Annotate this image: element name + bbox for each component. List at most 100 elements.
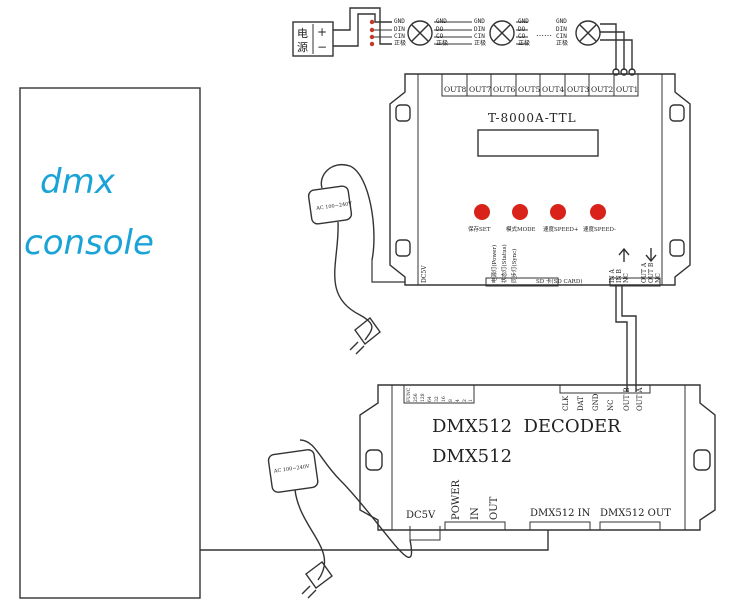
address-pin: 4	[455, 399, 461, 402]
dmx-wire-b	[621, 285, 637, 392]
button-speed-minus[interactable]	[590, 204, 606, 220]
nc-label: NC	[655, 273, 662, 283]
button-label: 保存SET	[468, 225, 491, 233]
adapter-cable	[299, 439, 413, 558]
decoder-pin: DAT	[577, 396, 585, 411]
out1-wire-c	[600, 39, 633, 70]
address-pin: 256	[413, 393, 419, 402]
address-pin: 32	[434, 396, 440, 402]
output-label: OUT5	[518, 85, 540, 94]
power-supply-label: 电	[297, 27, 308, 40]
adapter-label: AC 100~240V	[273, 464, 311, 475]
sd-card-slot	[485, 277, 559, 287]
output-label: OUT2	[591, 85, 613, 94]
console-to-decoder-wire	[200, 530, 549, 551]
address-pin: FUNC	[406, 387, 412, 402]
led-label: 同步灯(Sync)	[510, 249, 518, 283]
plug-1	[354, 316, 381, 346]
button-set[interactable]	[474, 204, 490, 220]
pin-label: DO	[436, 26, 444, 33]
in-a-label: IN A	[609, 268, 616, 283]
address-pin: 16	[441, 396, 447, 402]
adapter-cable	[294, 489, 326, 581]
pin-label: 正极	[474, 39, 486, 47]
out-b-label: OUT B	[648, 262, 655, 283]
dmx-port	[609, 277, 661, 287]
address-pin: 1	[468, 399, 474, 402]
dmx-console-box	[19, 87, 201, 599]
power-wire-negative	[333, 13, 392, 47]
button-mode[interactable]	[512, 204, 528, 220]
pin-label: DIN	[474, 26, 485, 33]
decoder-output-terminal	[559, 384, 651, 394]
address-dip-switch	[403, 384, 475, 404]
address-pin: 2	[462, 399, 468, 402]
adapter-cable	[320, 163, 375, 261]
button-speed-plus[interactable]	[550, 204, 566, 220]
controller-mount-hole	[669, 104, 685, 122]
adapter-cable	[334, 221, 373, 341]
pin-label: CO	[436, 33, 444, 40]
power-supply-box	[292, 21, 334, 57]
address-pin: 64	[427, 396, 433, 402]
minus-sign: −	[317, 40, 327, 54]
decoder-mount-hole	[693, 449, 711, 471]
pin-label: GND	[436, 18, 447, 25]
pin-label: GND	[394, 18, 405, 25]
power-adapter-1	[307, 185, 353, 225]
dc5v-label: DC5V	[421, 265, 428, 283]
terminal-screw	[628, 68, 636, 76]
output-label: OUT6	[493, 85, 515, 94]
output-label: OUT4	[542, 85, 564, 94]
dmx-out-port	[599, 521, 661, 531]
out1-wire-a	[600, 23, 617, 70]
pin-label: 正极	[518, 39, 530, 47]
decoder-subtitle: DMX512	[432, 446, 512, 467]
pin-label: GND	[518, 18, 529, 25]
decoder-pin: NC	[607, 400, 615, 411]
dmx-in-port	[529, 521, 591, 531]
led-label: 状态灯(Status)	[500, 244, 508, 283]
pin-label: 正极	[436, 39, 448, 47]
decoder-power-port	[444, 521, 506, 531]
pin-label: DIN	[394, 26, 405, 33]
address-pin: 128	[420, 393, 426, 402]
dmx512-in-label: DMX512 IN	[530, 508, 591, 519]
dmx-wire-a	[615, 285, 628, 392]
decoder-mount-hole	[365, 449, 383, 471]
decoder-title: DMX512 DECODER	[432, 416, 621, 437]
decoder-out-label: OUT	[489, 496, 500, 520]
plus-sign: +	[317, 25, 327, 39]
terminal-screw	[612, 68, 620, 76]
dmx512-out-label: DMX512 OUT	[600, 508, 671, 519]
output-label: OUT7	[469, 85, 491, 94]
out1-wire-b	[600, 31, 625, 70]
power-adapter-2	[267, 449, 319, 493]
decoder-pin: OUT A	[636, 386, 644, 411]
button-label: 模式MODE	[506, 225, 536, 233]
address-pin: 8	[448, 399, 454, 402]
console-label-dmx: dmx	[40, 162, 116, 202]
decoder-pin: GND	[592, 393, 600, 411]
button-label: 速度SPEED-	[583, 225, 616, 233]
terminal-screw	[620, 68, 628, 76]
decoder-pin: OUT B	[623, 387, 631, 411]
nc-label: NC	[623, 273, 630, 283]
console-label-console: console	[24, 223, 154, 263]
led-label: 电源灯(Power)	[490, 245, 498, 283]
controller-mount-hole	[669, 239, 685, 257]
pixel-bulb-2	[489, 20, 515, 46]
power-supply-label: 源	[297, 40, 308, 54]
output-label: OUT8	[444, 85, 466, 94]
pixel-bulb-3	[575, 20, 601, 46]
out-a-label: OUT A	[641, 262, 648, 283]
lcd-display	[477, 129, 599, 157]
in-b-label: IN B	[616, 268, 623, 283]
button-label: 速度SPEED+	[543, 225, 579, 233]
controller-mount-hole	[395, 239, 411, 257]
controller-model: T-8000A-TTL	[488, 111, 577, 125]
pin-label: GND	[474, 18, 485, 25]
pin-label: DIN	[556, 26, 567, 33]
decoder-power-label: POWER	[451, 479, 462, 520]
